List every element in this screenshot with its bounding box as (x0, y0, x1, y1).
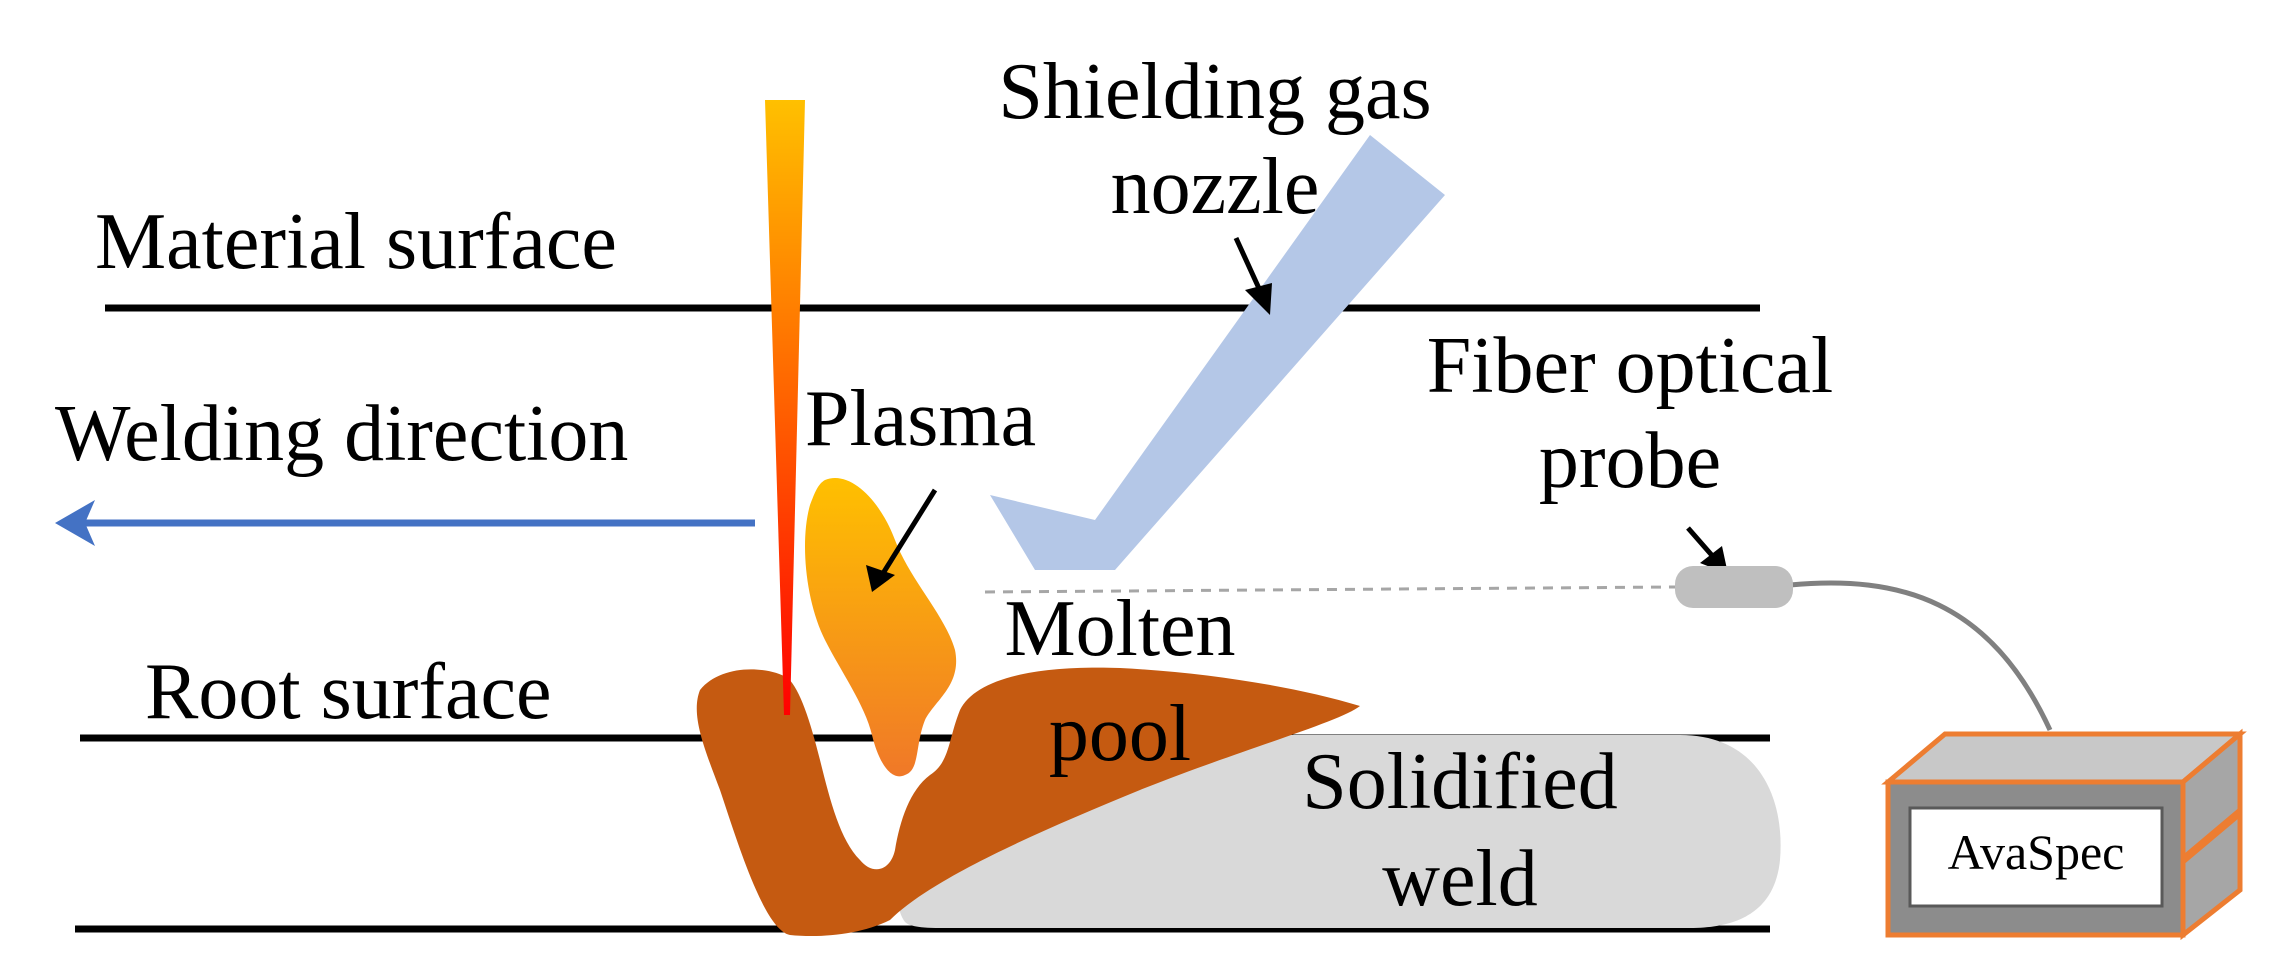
spectrometer-box-icon (1881, 728, 2247, 941)
plasma-label: Plasma (805, 375, 1036, 463)
solidified-weld-label-line2: weld (1382, 835, 1538, 923)
root-surface-label: Root surface (145, 648, 552, 736)
spectrometer-label: AvaSpec (1948, 824, 2125, 880)
probe-sight-line (984, 585, 1676, 594)
welding-direction-label: Welding direction (55, 390, 628, 478)
fiber-probe-icon (1675, 566, 1793, 608)
molten-pool-shape (696, 667, 1360, 937)
molten-pool-label-line2: pool (1049, 690, 1191, 778)
shielding-gas-label-line2: nozzle (1111, 143, 1320, 231)
fiber-cable (1789, 580, 2053, 732)
shielding-gas-label-line1: Shielding gas (998, 48, 1431, 136)
solidified-weld-label-line1: Solidified (1302, 738, 1618, 826)
plasma-pointer-arrow (866, 488, 938, 592)
material-surface-label: Material surface (95, 198, 617, 286)
plasma-plume (805, 478, 957, 777)
molten-pool-label-line1: Molten (1004, 585, 1235, 673)
nozzle-pointer-arrow (1233, 236, 1272, 315)
shielding-gas-nozzle (990, 135, 1445, 570)
laser-beam (765, 100, 805, 715)
left-arrow-icon (55, 500, 755, 546)
fiber-probe-label-line1: Fiber optical (1427, 322, 1834, 410)
fiber-probe-label-line2: probe (1539, 417, 1721, 505)
